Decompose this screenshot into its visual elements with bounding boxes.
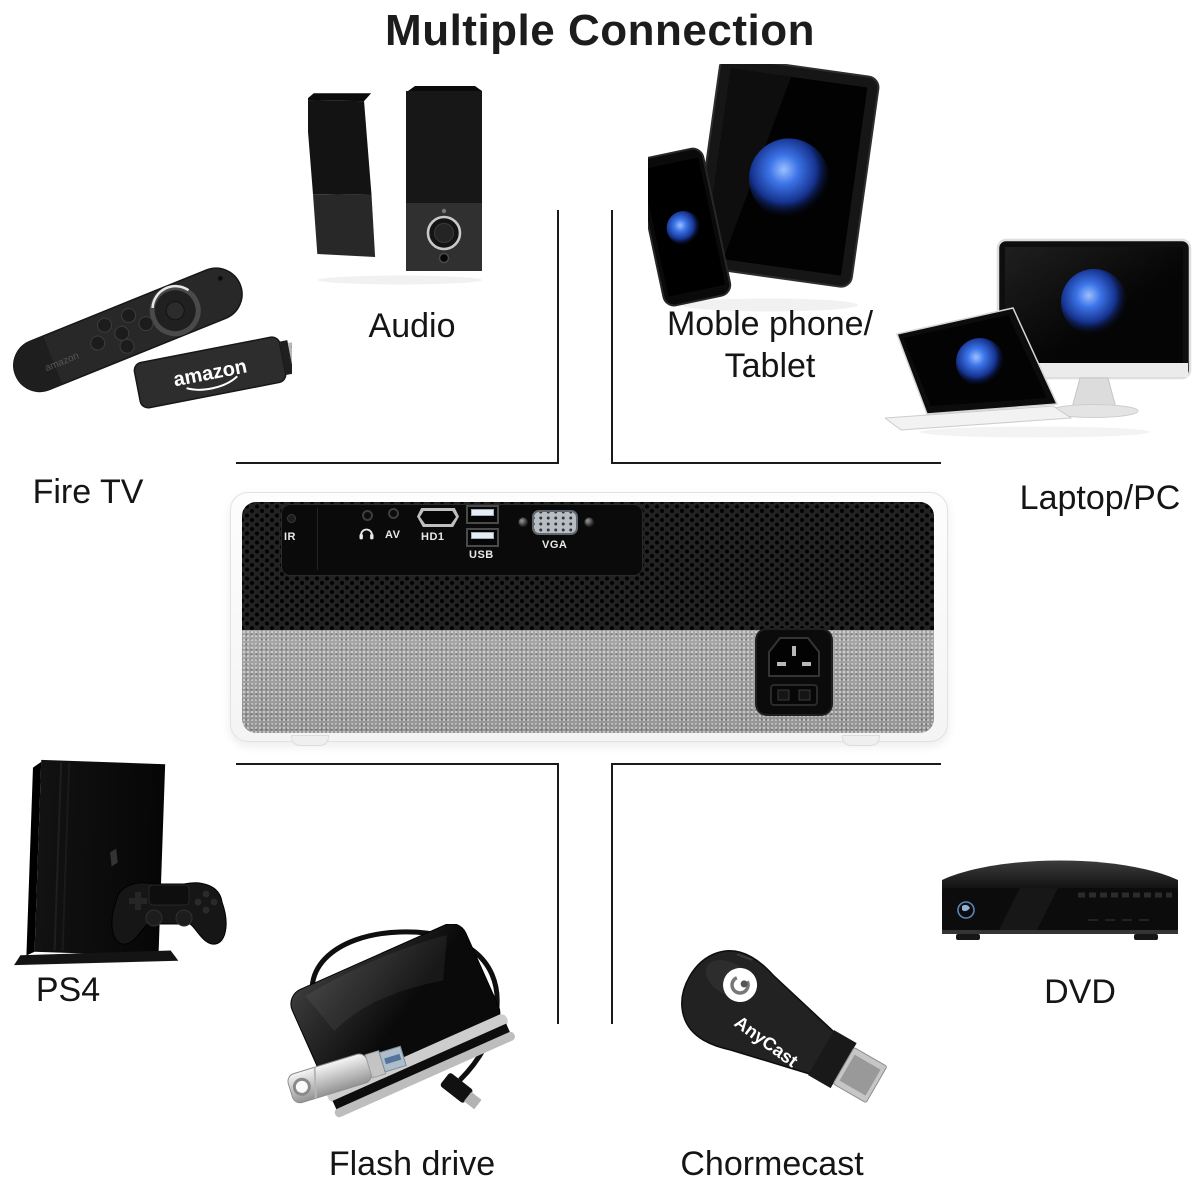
speaker-left [308,93,376,257]
vga-screw-right [584,517,594,527]
blue-globe-wallpaper [666,211,701,246]
audio-label: Audio [368,307,456,345]
dvd-player-illustration [942,860,1178,940]
fire-tv-label: Fire TV [32,473,144,511]
power-inlet [755,628,833,716]
audio-speakers-illustration [308,86,482,285]
anycast-logo [723,968,758,1003]
port-panel-seam [317,508,318,570]
usb-flash-drive [287,1045,407,1104]
hdmi-port-slot [420,511,456,524]
ps4-illustration [14,759,227,966]
bluray-logo [957,901,975,919]
connector-line-top-right-horizontal [611,462,941,464]
cable-plug [440,1073,482,1110]
projector-port-panel [281,504,643,576]
av-jack-port [388,508,399,519]
mobile-tablet-label: Moble phone/ Tablet [667,303,873,387]
connector-line-bottom-left-horizontal [236,763,559,765]
ps4-label: PS4 [35,971,101,1009]
mobile-tablet-label-line2: Tablet [724,347,816,385]
flash-drive-loop-hole [292,1077,311,1096]
headphone-icon [359,528,374,540]
fire-tv-remote: amazon [13,267,243,393]
ps4-console [14,759,179,966]
page-title: Multiple Connection [385,6,815,55]
ps4-controller [111,882,227,945]
c14-socket [768,637,820,677]
blue-globe-wallpaper [1061,269,1127,335]
usb-port-top-tab [471,509,494,516]
vga-port-label: VGA [542,539,568,551]
ir-port-label: IR [284,531,296,543]
mobile-tablet-label-line1: Moble phone/ [666,305,874,343]
connector-line-bottom-left-vertical [557,763,559,1024]
speaker-right [406,86,482,271]
ir-sensor [287,514,296,523]
fire-tv-stick: amazon [133,336,292,409]
usb-port-label: USB [469,549,494,561]
headphone-jack-port [362,510,373,521]
fire-tv-illustration: amazon amazon [13,267,292,409]
av-port-label: AV [385,529,401,541]
desktop-monitor [996,238,1192,418]
hdmi-port-label: HD1 [421,531,445,543]
connector-line-bottom-right-vertical [611,763,613,1024]
blue-globe-wallpaper [956,338,1004,386]
connector-line-top-left-horizontal [236,462,559,464]
dpad [129,892,147,910]
laptop-pc-illustration [885,238,1192,438]
laptop [885,307,1073,431]
anycast-body: AnyCast [681,950,887,1103]
tablet [692,64,880,288]
projector-foot-right [842,735,880,746]
smartphone [648,147,732,307]
vga-screw-left [518,517,528,527]
chromecast-label: Chormecast [680,1145,864,1183]
laptop-pc-label: Laptop/PC [1019,479,1181,517]
usb-port-bottom-tab [471,532,494,539]
connector-line-top-right-vertical [611,210,613,464]
projector-foot-left [291,735,329,746]
vga-port [532,510,578,535]
dvd-label: DVD [1044,973,1116,1011]
ps-logo [110,848,118,867]
flash-drive-illustration [287,924,515,1118]
blue-globe-wallpaper [748,138,829,219]
connector-line-top-left-vertical [557,210,559,464]
speaker-headphone-jack [438,252,450,264]
connector-line-bottom-right-horizontal [611,763,941,765]
mobile-tablet-illustration [648,64,880,312]
flash-drive-label: Flash drive [328,1145,496,1183]
chromecast-dongle-illustration: AnyCast [681,950,887,1103]
